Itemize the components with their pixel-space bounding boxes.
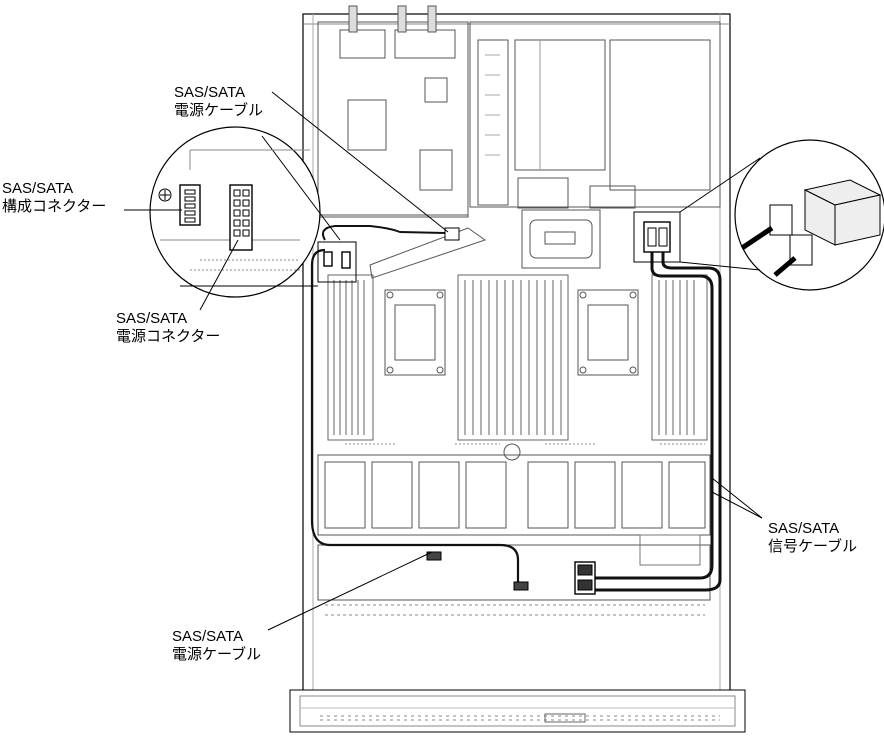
callout-line2: 信号ケーブル — [768, 538, 858, 555]
sas-sata-power-cable — [310, 248, 520, 582]
sas-sata-signal-cable-1 — [595, 238, 714, 580]
sas-sata-power-connector — [323, 251, 333, 267]
magnified-view-signal-connectors — [679, 139, 884, 291]
riser-card-area — [469, 21, 721, 209]
power-cable-connector-bottom — [513, 581, 529, 591]
callout-power-connector: SAS/SATA 電源コネクター — [116, 310, 220, 346]
callout-line1: SAS/SATA — [768, 520, 840, 537]
callout-line1: SAS/SATA — [174, 84, 246, 101]
dimm-slots-left — [327, 274, 374, 441]
callout-line2: 構成コネクター — [2, 198, 107, 215]
power-cable-connector-mid — [426, 551, 442, 561]
processor-socket-2 — [577, 289, 639, 376]
sas-sata-power-cable-top — [322, 225, 446, 241]
callout-line2: 電源ケーブル — [174, 102, 264, 119]
power-supply-area — [317, 5, 469, 218]
callout-line1: SAS/SATA — [2, 180, 74, 197]
raid-adapter — [521, 209, 601, 269]
callout-line1: SAS/SATA — [172, 628, 244, 645]
fan-bays — [317, 443, 711, 536]
callout-signal-cable: SAS/SATA 信号ケーブル — [768, 520, 857, 556]
callout-power-cable-top: SAS/SATA 電源ケーブル — [174, 84, 263, 120]
callout-line2: 電源ケーブル — [172, 646, 262, 663]
dimm-slots-center — [457, 274, 569, 441]
sas-sata-config-connector — [341, 251, 351, 269]
config-connector-magnified — [179, 184, 201, 226]
sas-sata-signal-cable-2 — [595, 238, 722, 592]
callout-line1: SAS/SATA — [116, 310, 188, 327]
power-cable-connector-top — [444, 227, 460, 241]
power-connector-magnified — [229, 184, 253, 251]
callout-power-cable-bottom: SAS/SATA 電源ケーブル — [172, 628, 261, 664]
air-baffle — [369, 227, 487, 279]
callout-config-connector: SAS/SATA 構成コネクター — [2, 180, 106, 216]
processor-socket-1 — [384, 289, 446, 376]
dimm-slots-right — [651, 274, 708, 441]
magnified-view-connectors — [149, 126, 341, 298]
callout-line2: 電源コネクター — [116, 328, 221, 345]
callout-leader-lines — [124, 91, 763, 631]
